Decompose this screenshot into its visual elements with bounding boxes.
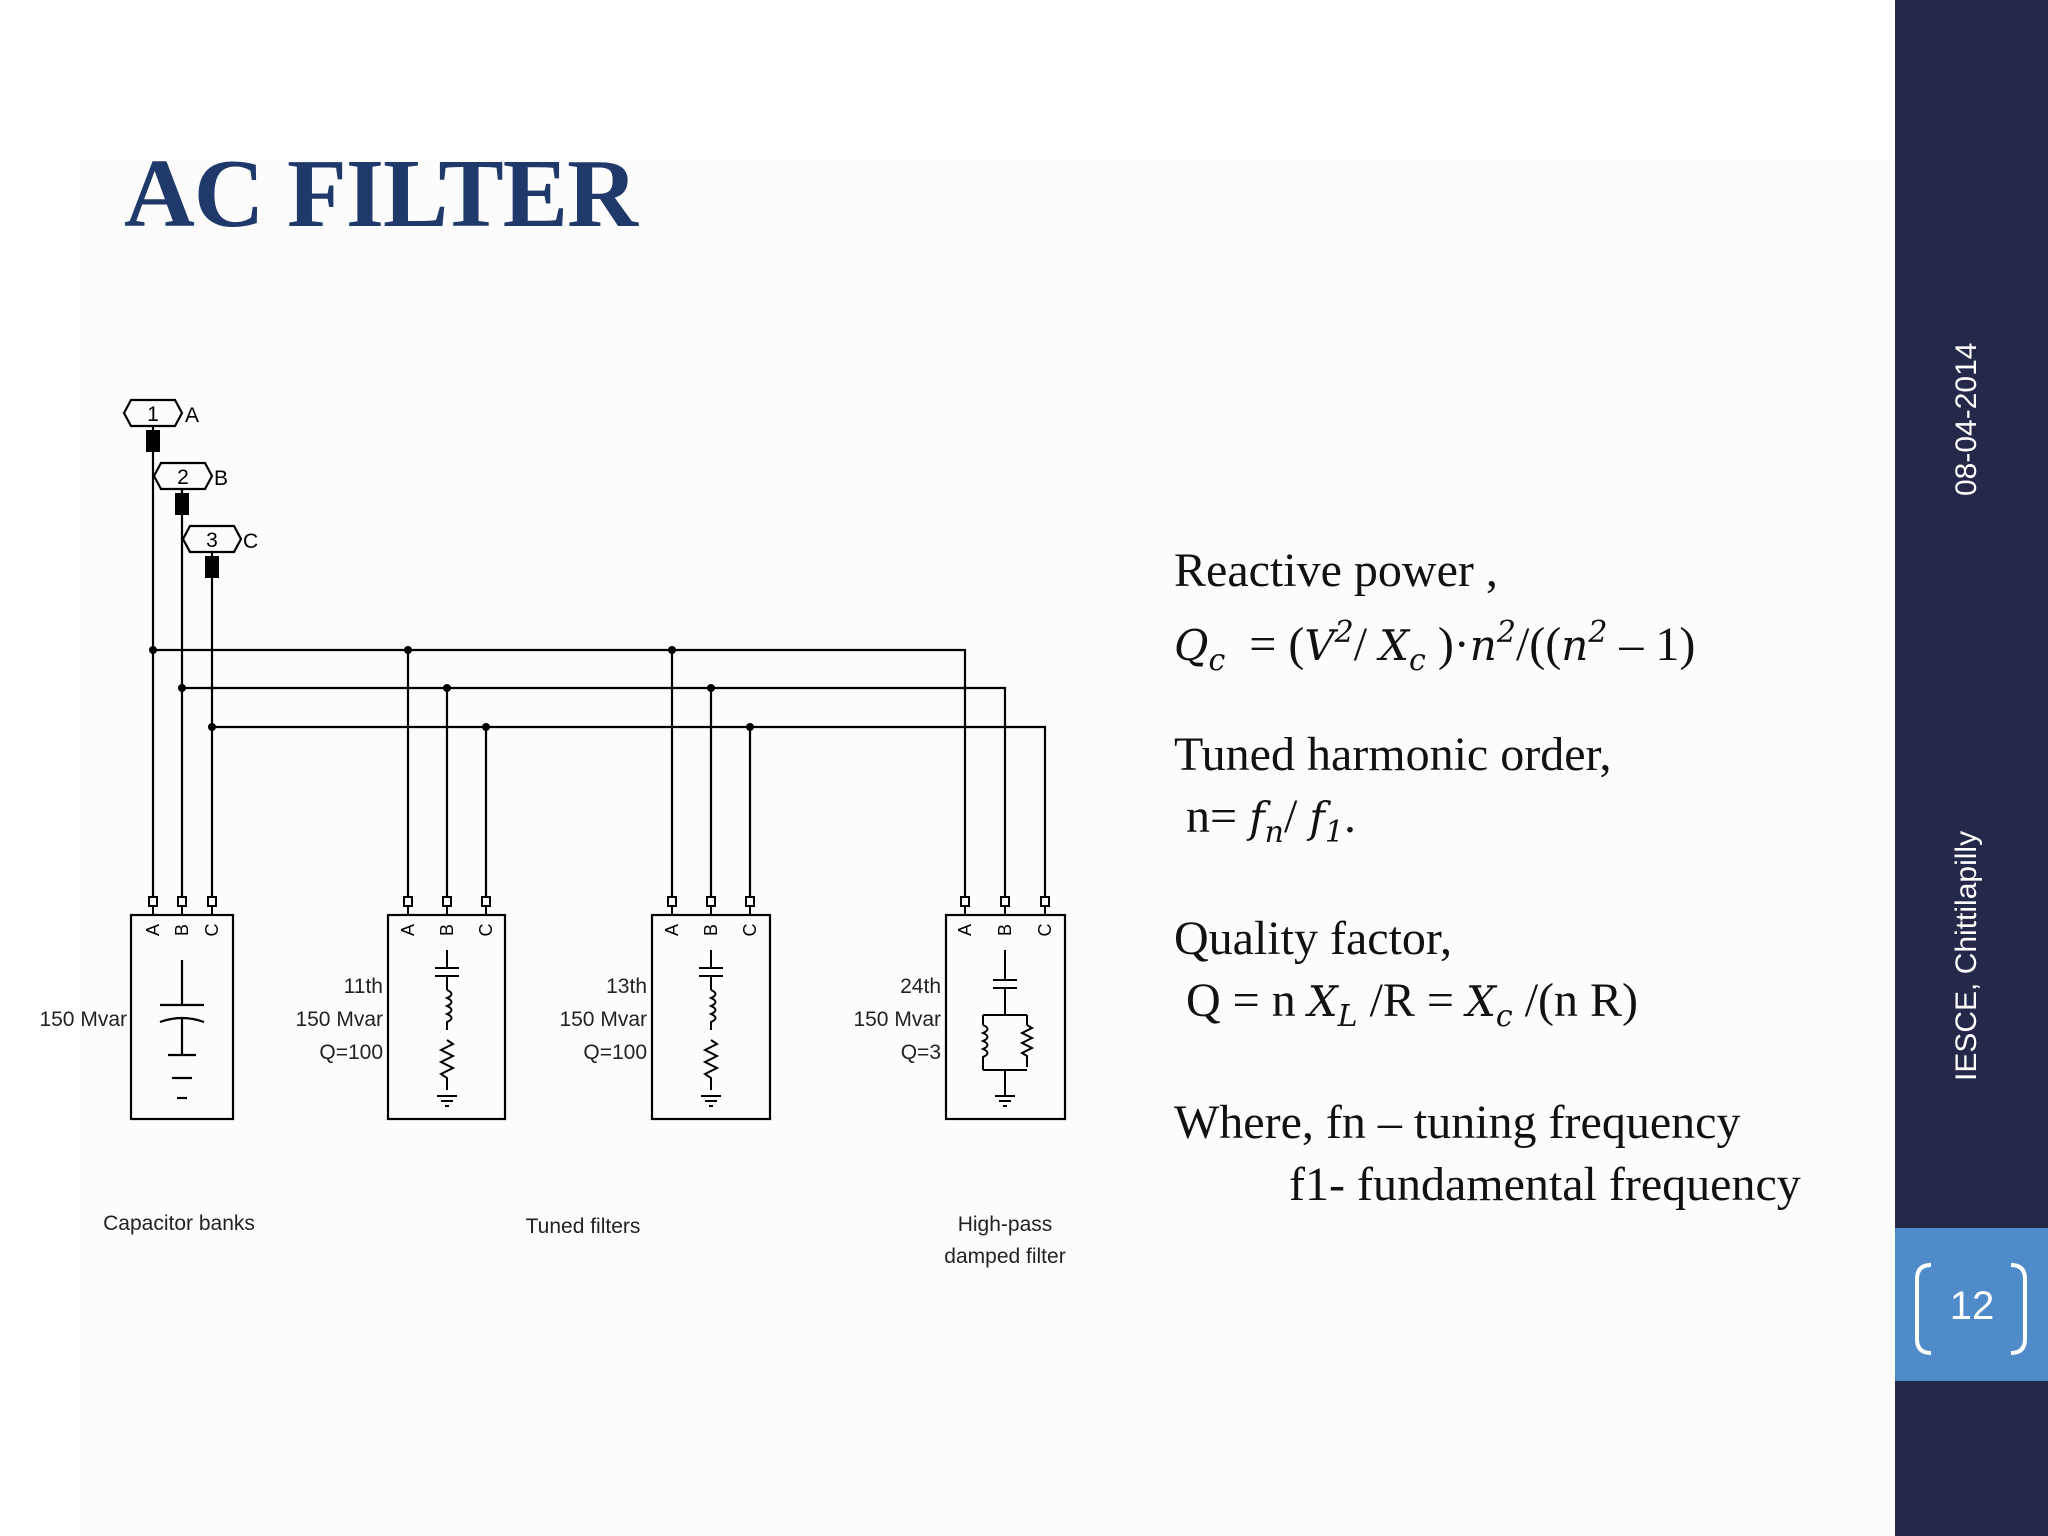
pin-label-b: B	[437, 924, 457, 936]
node-2-number: 2	[177, 466, 189, 489]
harmonic-order-prefix: n=	[1186, 790, 1238, 843]
harmonic-order-formula: n= fn/ f1.	[1186, 790, 1356, 850]
filter-13th-rating: 150 Mvar	[559, 1008, 647, 1031]
slide-organization: IESCE, Chittilapilly	[1950, 830, 1983, 1081]
pin-label-b: B	[701, 924, 721, 936]
node-2-symbol	[152, 461, 214, 491]
pin-label-a: A	[398, 924, 418, 936]
node-1-number: 1	[147, 403, 159, 426]
pin-label-c: C	[476, 924, 496, 937]
pin-label-c: C	[740, 924, 760, 937]
reactive-power-label: Reactive power ,	[1174, 544, 1498, 597]
filter-24th-quality: Q=3	[901, 1041, 941, 1064]
pin-label-a: A	[955, 924, 975, 936]
equations-block: Reactive power , Qc = (V2/ Xc )·n2/((n2 …	[1174, 540, 1801, 1216]
filter-24th-damped-symbol	[980, 950, 1035, 1107]
filter-13th-quality: Q=100	[583, 1041, 647, 1064]
pin-label-a: A	[143, 924, 163, 936]
slide-title: AC FILTER	[124, 140, 638, 248]
capacitor-bank-symbol	[159, 960, 205, 1100]
node-3-phase-label: C	[243, 530, 258, 553]
node-2-phase-label: B	[214, 467, 228, 490]
capacitor-bank-rating: 150 Mvar	[39, 1008, 127, 1031]
fundamental-frequency-line: f1- fundamental frequency	[1289, 1158, 1801, 1211]
filter-11th-quality: Q=100	[319, 1041, 383, 1064]
filter-11th-order: 11th	[344, 975, 383, 998]
caption-high-pass: High-pass	[958, 1213, 1053, 1236]
page-bracket-icon	[1915, 1263, 2027, 1355]
tuned-harmonic-label: Tuned harmonic order,	[1174, 728, 1612, 781]
slide-date: 08-04-2014	[1950, 342, 1983, 496]
filter-13th-order: 13th	[606, 975, 647, 998]
node-1-symbol	[122, 398, 184, 428]
filter-24th-rating: 150 Mvar	[853, 1008, 941, 1031]
pin-label-c: C	[202, 924, 222, 937]
pin-label-b: B	[172, 924, 192, 936]
page-number-box	[1895, 1228, 2048, 1381]
pin-label-a: A	[662, 924, 682, 936]
caption-tuned-filters: Tuned filters	[526, 1215, 641, 1238]
node-3-symbol	[181, 524, 243, 554]
filter-13th-rlc-symbol	[699, 950, 723, 1107]
filter-24th-order: 24th	[900, 975, 941, 998]
where-line: Where, fn – tuning frequency	[1174, 1096, 1741, 1149]
page-number: 12	[1949, 1284, 1995, 1328]
filter-11th-rlc-symbol	[435, 950, 459, 1107]
reactive-power-formula: Qc = (V2/ Xc )·n2/((n2 – 1)	[1174, 615, 1696, 678]
quality-factor-label: Quality factor,	[1174, 912, 1452, 965]
quality-factor-prefix: Q = n	[1186, 974, 1296, 1027]
node-1-phase-label: A	[185, 404, 199, 427]
slide-canvas: AC FILTER	[39, 140, 1895, 1536]
filter-11th-rating: 150 Mvar	[295, 1008, 383, 1031]
caption-capacitor-banks: Capacitor banks	[103, 1212, 255, 1235]
diagram-background	[80, 160, 1895, 1536]
node-3-number: 3	[206, 529, 218, 552]
ac-filter-circuit-diagram: 1 2 3 A B C A B C A B C A B C A B C 150 …	[39, 398, 1067, 1268]
pin-label-b: B	[995, 924, 1015, 936]
pin-label-c: C	[1035, 924, 1055, 937]
quality-factor-formula: Q = n XL /R = Xc /(n R)	[1186, 974, 1639, 1034]
caption-damped-filter: damped filter	[944, 1245, 1065, 1268]
